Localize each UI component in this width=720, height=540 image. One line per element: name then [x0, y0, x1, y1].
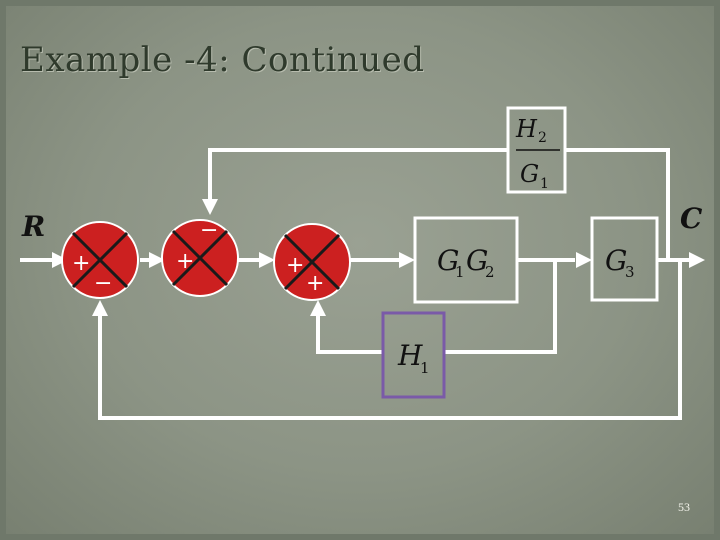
- block-g1g2-g1: G: [437, 244, 459, 277]
- block-g1g2-g2: G: [466, 244, 488, 277]
- wire-h2-pickoff: [565, 148, 670, 260]
- junction-1-sign-plus: +: [72, 251, 90, 276]
- junction-2-sign-plus: +: [176, 249, 194, 274]
- signal-output-label: C: [680, 202, 703, 235]
- block-g1-denominator-sub: 1: [540, 176, 549, 192]
- arrowhead-j2-feedback: [202, 199, 218, 215]
- slide-title: Example -4: Continued: [20, 40, 425, 80]
- block-g1-denominator: G: [520, 160, 539, 188]
- junction-3-sign-plus-left: +: [286, 253, 304, 278]
- arrowhead-j3-feedback: [310, 300, 326, 316]
- block-g3: [590, 216, 659, 302]
- wire-h2-return: [208, 148, 508, 200]
- block-g1g2: [413, 216, 519, 304]
- arrowhead-output: [689, 252, 705, 268]
- block-g3-g: G: [605, 244, 627, 277]
- arrowhead-j2: [149, 252, 165, 268]
- block-h2-numerator-sub: 2: [538, 130, 547, 146]
- arrowhead-input: [52, 252, 68, 268]
- block-h1-h: H: [397, 339, 423, 372]
- summing-junction-3: [273, 223, 351, 301]
- block-h2-numerator: H: [515, 115, 538, 143]
- arrowhead-j3: [259, 252, 275, 268]
- summing-junction-2: [161, 219, 239, 297]
- junction-2-sign-minus: −: [200, 218, 218, 243]
- summing-junction-1: [61, 221, 139, 299]
- block-h1: [381, 311, 446, 399]
- arrowhead-j1-feedback: [92, 300, 108, 316]
- block-g1g2-g1-sub: 1: [455, 263, 465, 281]
- block-h2-over-g1: [506, 106, 567, 194]
- block-h1-sub: 1: [420, 359, 430, 377]
- block-g3-sub: 3: [625, 263, 635, 281]
- wire-h1-return: [316, 310, 383, 354]
- signal-input-label: R: [21, 210, 45, 243]
- wire-h1-pickoff: [444, 260, 557, 354]
- arrowhead-g3: [576, 252, 592, 268]
- arrowhead-g1g2: [399, 252, 415, 268]
- junction-3-sign-plus-bottom: +: [306, 271, 324, 296]
- junction-1-sign-minus: −: [94, 271, 112, 296]
- wire-unity-feedback: [98, 260, 682, 420]
- block-g1g2-g2-sub: 2: [485, 263, 495, 281]
- page-number: 53: [678, 500, 690, 514]
